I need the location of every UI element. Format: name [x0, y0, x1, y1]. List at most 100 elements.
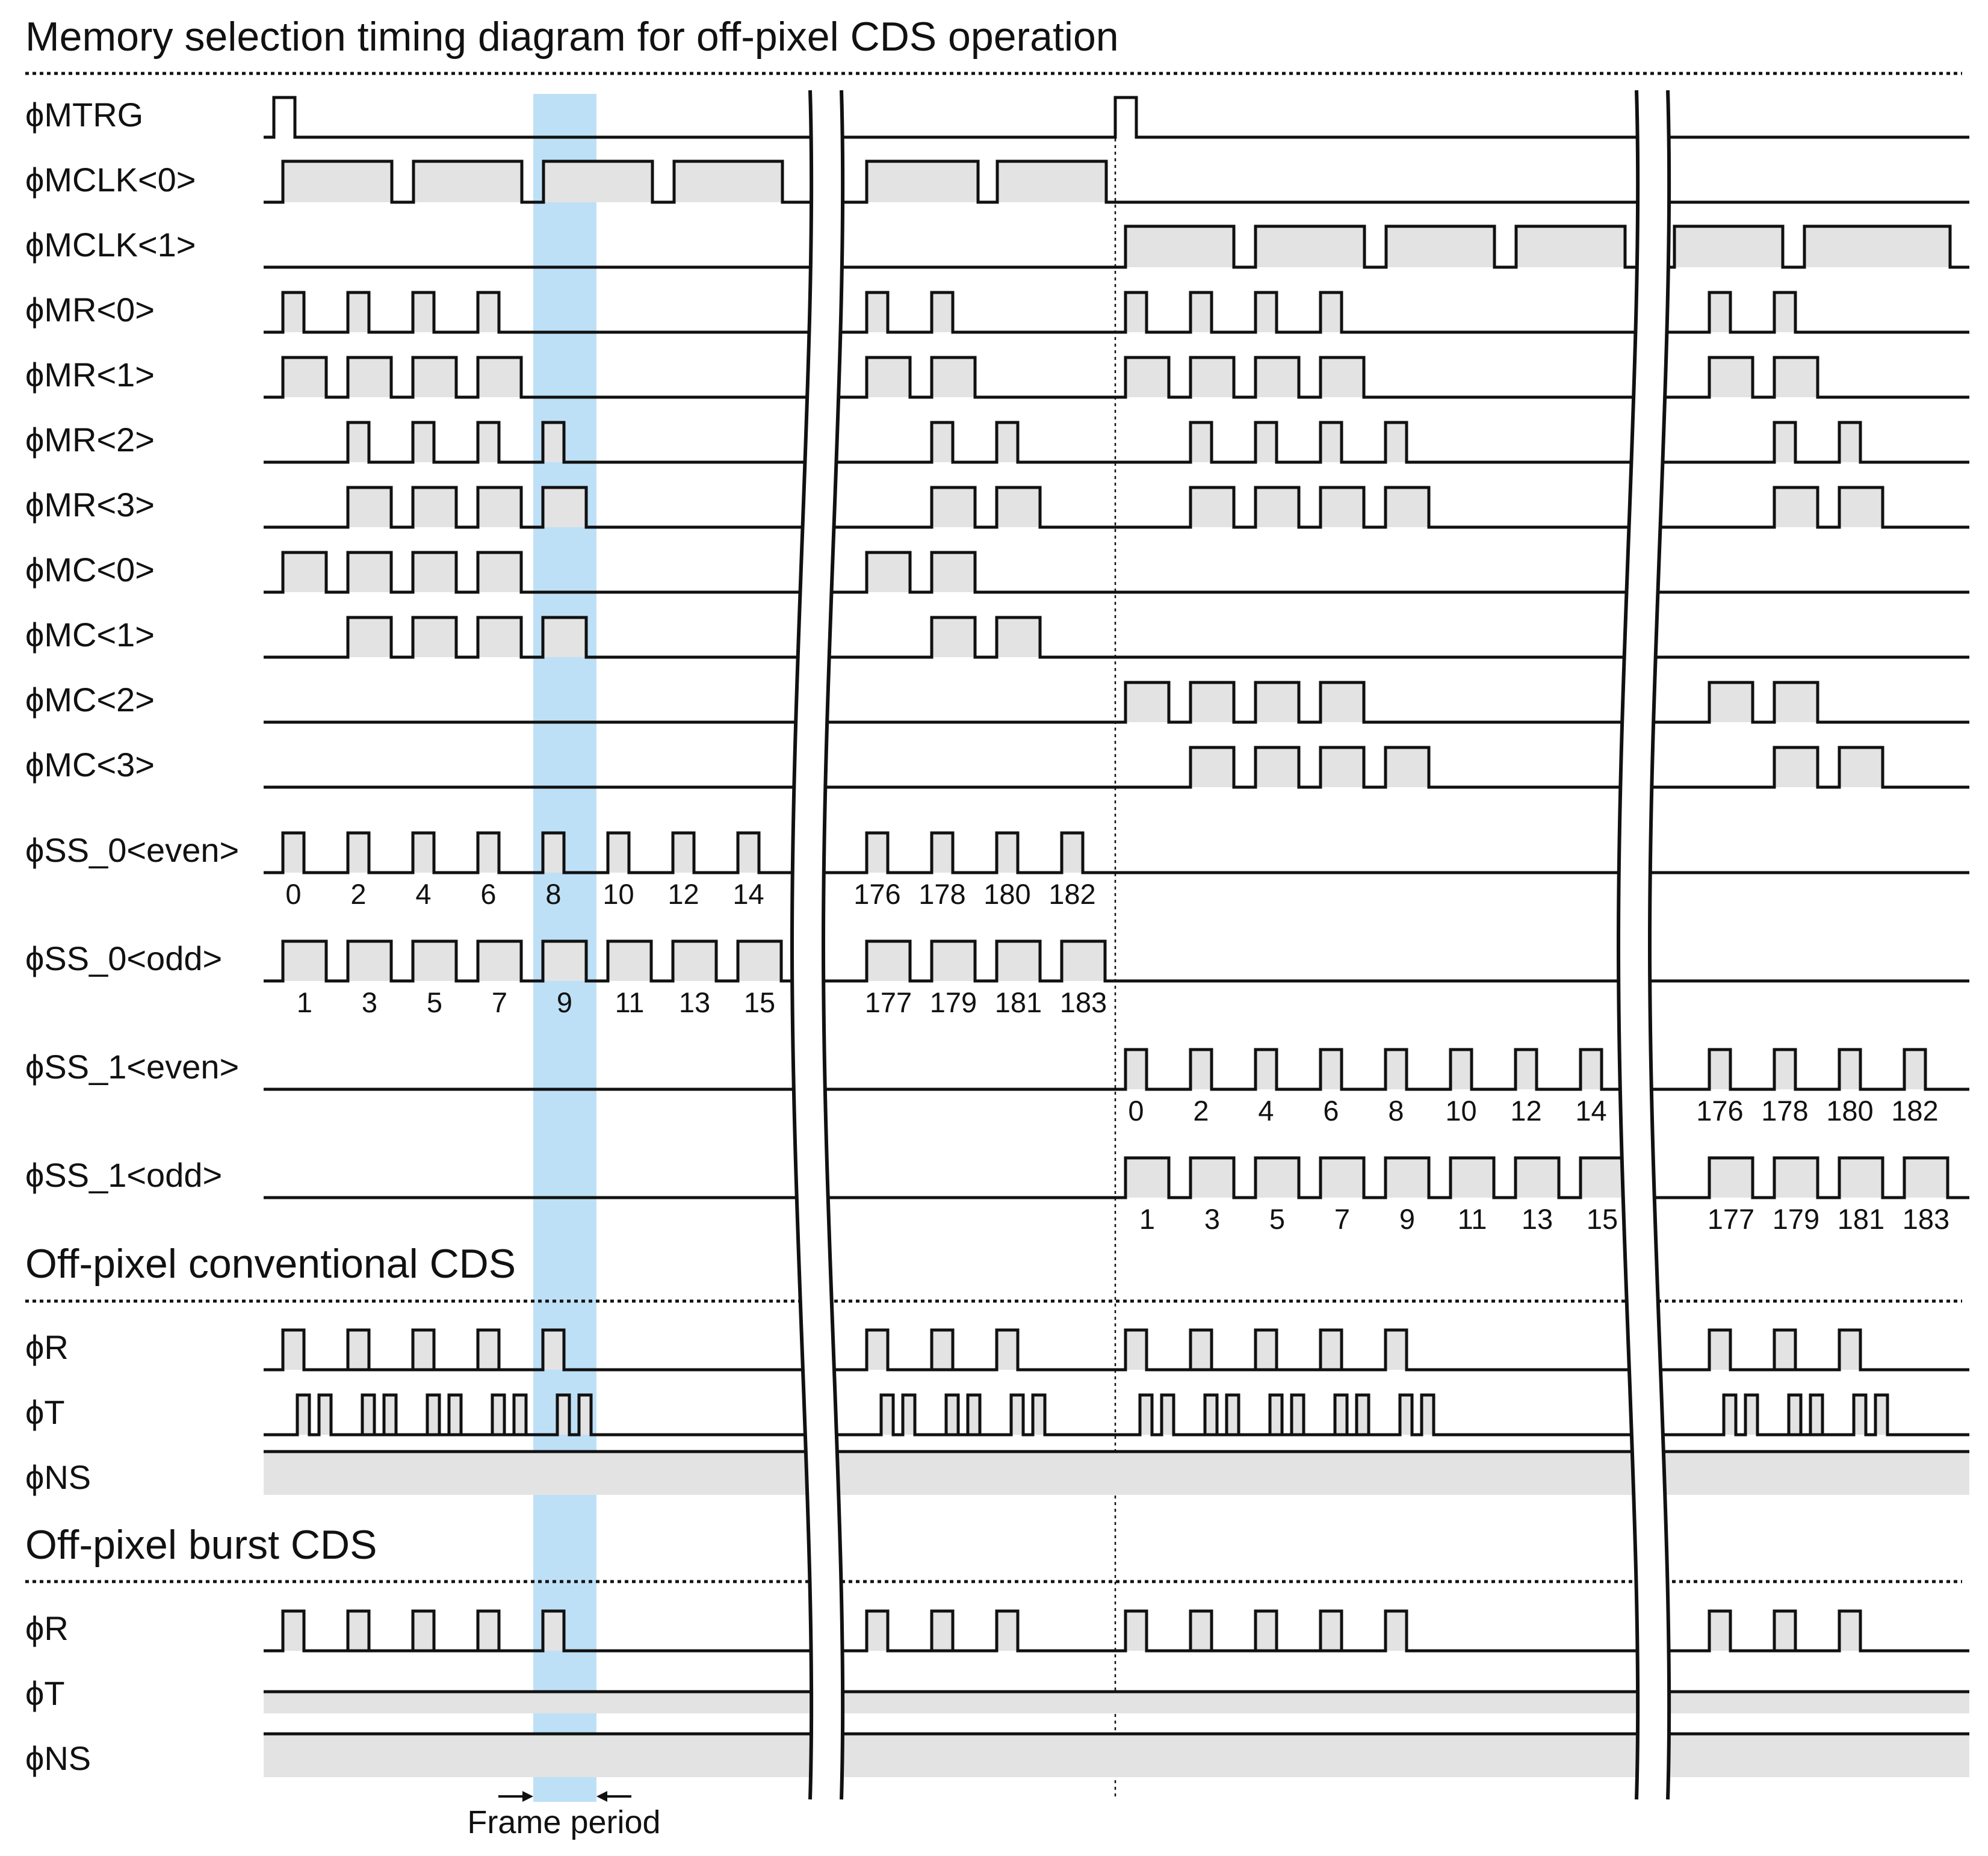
- mr3-pulse-fill: [543, 487, 586, 527]
- ss0-even-index-label: 2: [350, 878, 366, 910]
- mr2-pulse-fill: [413, 422, 434, 462]
- conv-t-pulse-fill: [362, 1395, 374, 1435]
- ss0-odd-pulse-fill: [673, 941, 716, 981]
- mr1-pulse-fill: [932, 357, 975, 397]
- ss0-odd-pulse-fill: [867, 941, 910, 981]
- ss1-even-pulse-fill: [1256, 1050, 1277, 1089]
- mc3-pulse-fill: [1774, 747, 1818, 787]
- mclk1-pulse-fill: [1674, 226, 1783, 267]
- ss1-odd-pulse-fill: [1386, 1158, 1429, 1198]
- mr0-pulse-fill: [348, 292, 369, 332]
- ss0-even-index-label: 180: [983, 878, 1030, 910]
- burst-r-pulse-fill: [348, 1611, 369, 1651]
- frame-period-annotation: Frame period: [467, 1791, 661, 1840]
- axis-break-2-left-edge: [1616, 90, 1640, 1800]
- axis-break-1-gap: [792, 90, 843, 1799]
- conv-r-pulse-fill: [413, 1330, 434, 1370]
- ss0-odd-index-label: 183: [1060, 986, 1107, 1018]
- burst-r-pulse-fill: [867, 1611, 888, 1651]
- conv-t-pulse-fill: [319, 1395, 331, 1435]
- mclk1-pulse-fill: [1256, 226, 1364, 267]
- ss1-odd-pulse-fill: [1256, 1158, 1299, 1198]
- mc0-pulse-fill: [478, 552, 521, 592]
- conv-t-pulse-fill: [968, 1395, 980, 1435]
- mclk0-pulse-fill: [674, 161, 782, 202]
- conv-t-pulse-fill: [946, 1395, 958, 1435]
- ss1-odd-pulse-fill: [1581, 1158, 1624, 1198]
- ss0-odd-pulse-fill: [738, 941, 781, 981]
- mr1-pulse-fill: [413, 357, 456, 397]
- mr1-pulse-fill: [478, 357, 521, 397]
- ss0-even-index-label: 0: [285, 878, 301, 910]
- axis-break-1-right-edge: [821, 90, 845, 1800]
- ss1-even-pulse-fill: [1321, 1050, 1342, 1089]
- ss0-odd-index-label: 13: [679, 986, 710, 1018]
- ss1-even-index-label: 14: [1575, 1095, 1606, 1127]
- section-title-burst-cds: Off-pixel burst CDS: [25, 1522, 377, 1568]
- mr2-pulse-fill: [1256, 422, 1277, 462]
- conv-t-pulse-fill: [492, 1395, 504, 1435]
- mr0-pulse-fill: [413, 292, 434, 332]
- mclk0-pulse-fill: [543, 161, 652, 202]
- signal-label-ss0-even: ϕSS_0<even>: [25, 831, 239, 869]
- burst-r-pulse-fill: [543, 1611, 564, 1651]
- mc2-pulse-fill: [1709, 682, 1753, 722]
- mc1-pulse-fill: [997, 617, 1040, 657]
- ss0-even-index-label: 182: [1048, 878, 1095, 910]
- burst-r-pulse-fill: [997, 1611, 1018, 1651]
- ss1-odd-index-label: 9: [1399, 1203, 1415, 1235]
- conv-t-pulse-fill: [1205, 1395, 1217, 1435]
- mr3-pulse-fill: [997, 487, 1040, 527]
- ss0-odd-index-label: 179: [930, 986, 977, 1018]
- conv-t-pulse-fill: [449, 1395, 461, 1435]
- signal-traces-layer: [264, 96, 1969, 1777]
- mr3-pulse-fill: [1839, 487, 1883, 527]
- axis-break-layer: [790, 90, 1671, 1800]
- mc0-pulse-fill: [283, 552, 326, 592]
- ss1-odd-index-label: 183: [1903, 1203, 1949, 1235]
- mclk1-pulse-fill: [1516, 226, 1625, 267]
- conv-t-pulse-fill: [1162, 1395, 1174, 1435]
- axis-break-2-right-edge: [1647, 90, 1671, 1800]
- ss1-odd-pulse-fill: [1516, 1158, 1559, 1198]
- mr0-pulse-fill: [1321, 292, 1342, 332]
- conv-t-pulse-fill: [297, 1395, 309, 1435]
- ss1-odd-index-label: 3: [1204, 1203, 1220, 1235]
- conv-r-pulse-fill: [1191, 1330, 1212, 1370]
- conv-r-pulse-fill: [867, 1330, 888, 1370]
- conv-t-pulse-fill: [1810, 1395, 1822, 1435]
- ss0-even-pulse-fill: [608, 833, 629, 873]
- mr2-pulse-fill: [348, 422, 369, 462]
- conv-ns-fill: [264, 1452, 1969, 1495]
- ss0-odd-pulse-fill: [478, 941, 521, 981]
- mc3-pulse-fill: [1256, 747, 1299, 787]
- mr2-pulse-fill: [1774, 422, 1795, 462]
- ss0-odd-pulse-fill: [608, 941, 651, 981]
- signal-label-mr0: ϕMR<0>: [25, 291, 155, 329]
- mc0-pulse-fill: [867, 552, 910, 592]
- ss0-even-pulse-fill: [283, 833, 304, 873]
- ss1-odd-pulse-fill: [1451, 1158, 1494, 1198]
- frame-period-right-arrow-head: [596, 1791, 607, 1802]
- ss1-even-pulse-fill: [1386, 1050, 1407, 1089]
- mr0-pulse-fill: [1774, 292, 1795, 332]
- ss1-even-index-label: 12: [1510, 1095, 1541, 1127]
- burst-r-pulse-fill: [478, 1611, 499, 1651]
- mclk0-pulse-fill: [997, 161, 1106, 202]
- mr2-pulse-fill: [932, 422, 953, 462]
- mr1-pulse-fill: [1321, 357, 1364, 397]
- ss0-odd-index-label: 15: [744, 986, 775, 1018]
- mc2-trace: [264, 681, 1969, 724]
- ss0-odd-index-label: 11: [615, 986, 645, 1018]
- conv-t-pulse-fill: [1011, 1395, 1023, 1435]
- conv-r-pulse-fill: [348, 1330, 369, 1370]
- ss1-odd-index-label: 11: [1458, 1203, 1487, 1235]
- ss0-even-index-label: 10: [602, 878, 634, 910]
- ss0-even-pulse-fill: [932, 833, 953, 873]
- mc1-pulse-fill: [543, 617, 586, 657]
- ss0-even-index-label: 4: [415, 878, 431, 910]
- ss0-odd-pulse-fill: [413, 941, 456, 981]
- mr1-pulse-fill: [348, 357, 391, 397]
- mr0-pulse-fill: [867, 292, 888, 332]
- ss1-even-index-label: 10: [1445, 1095, 1476, 1127]
